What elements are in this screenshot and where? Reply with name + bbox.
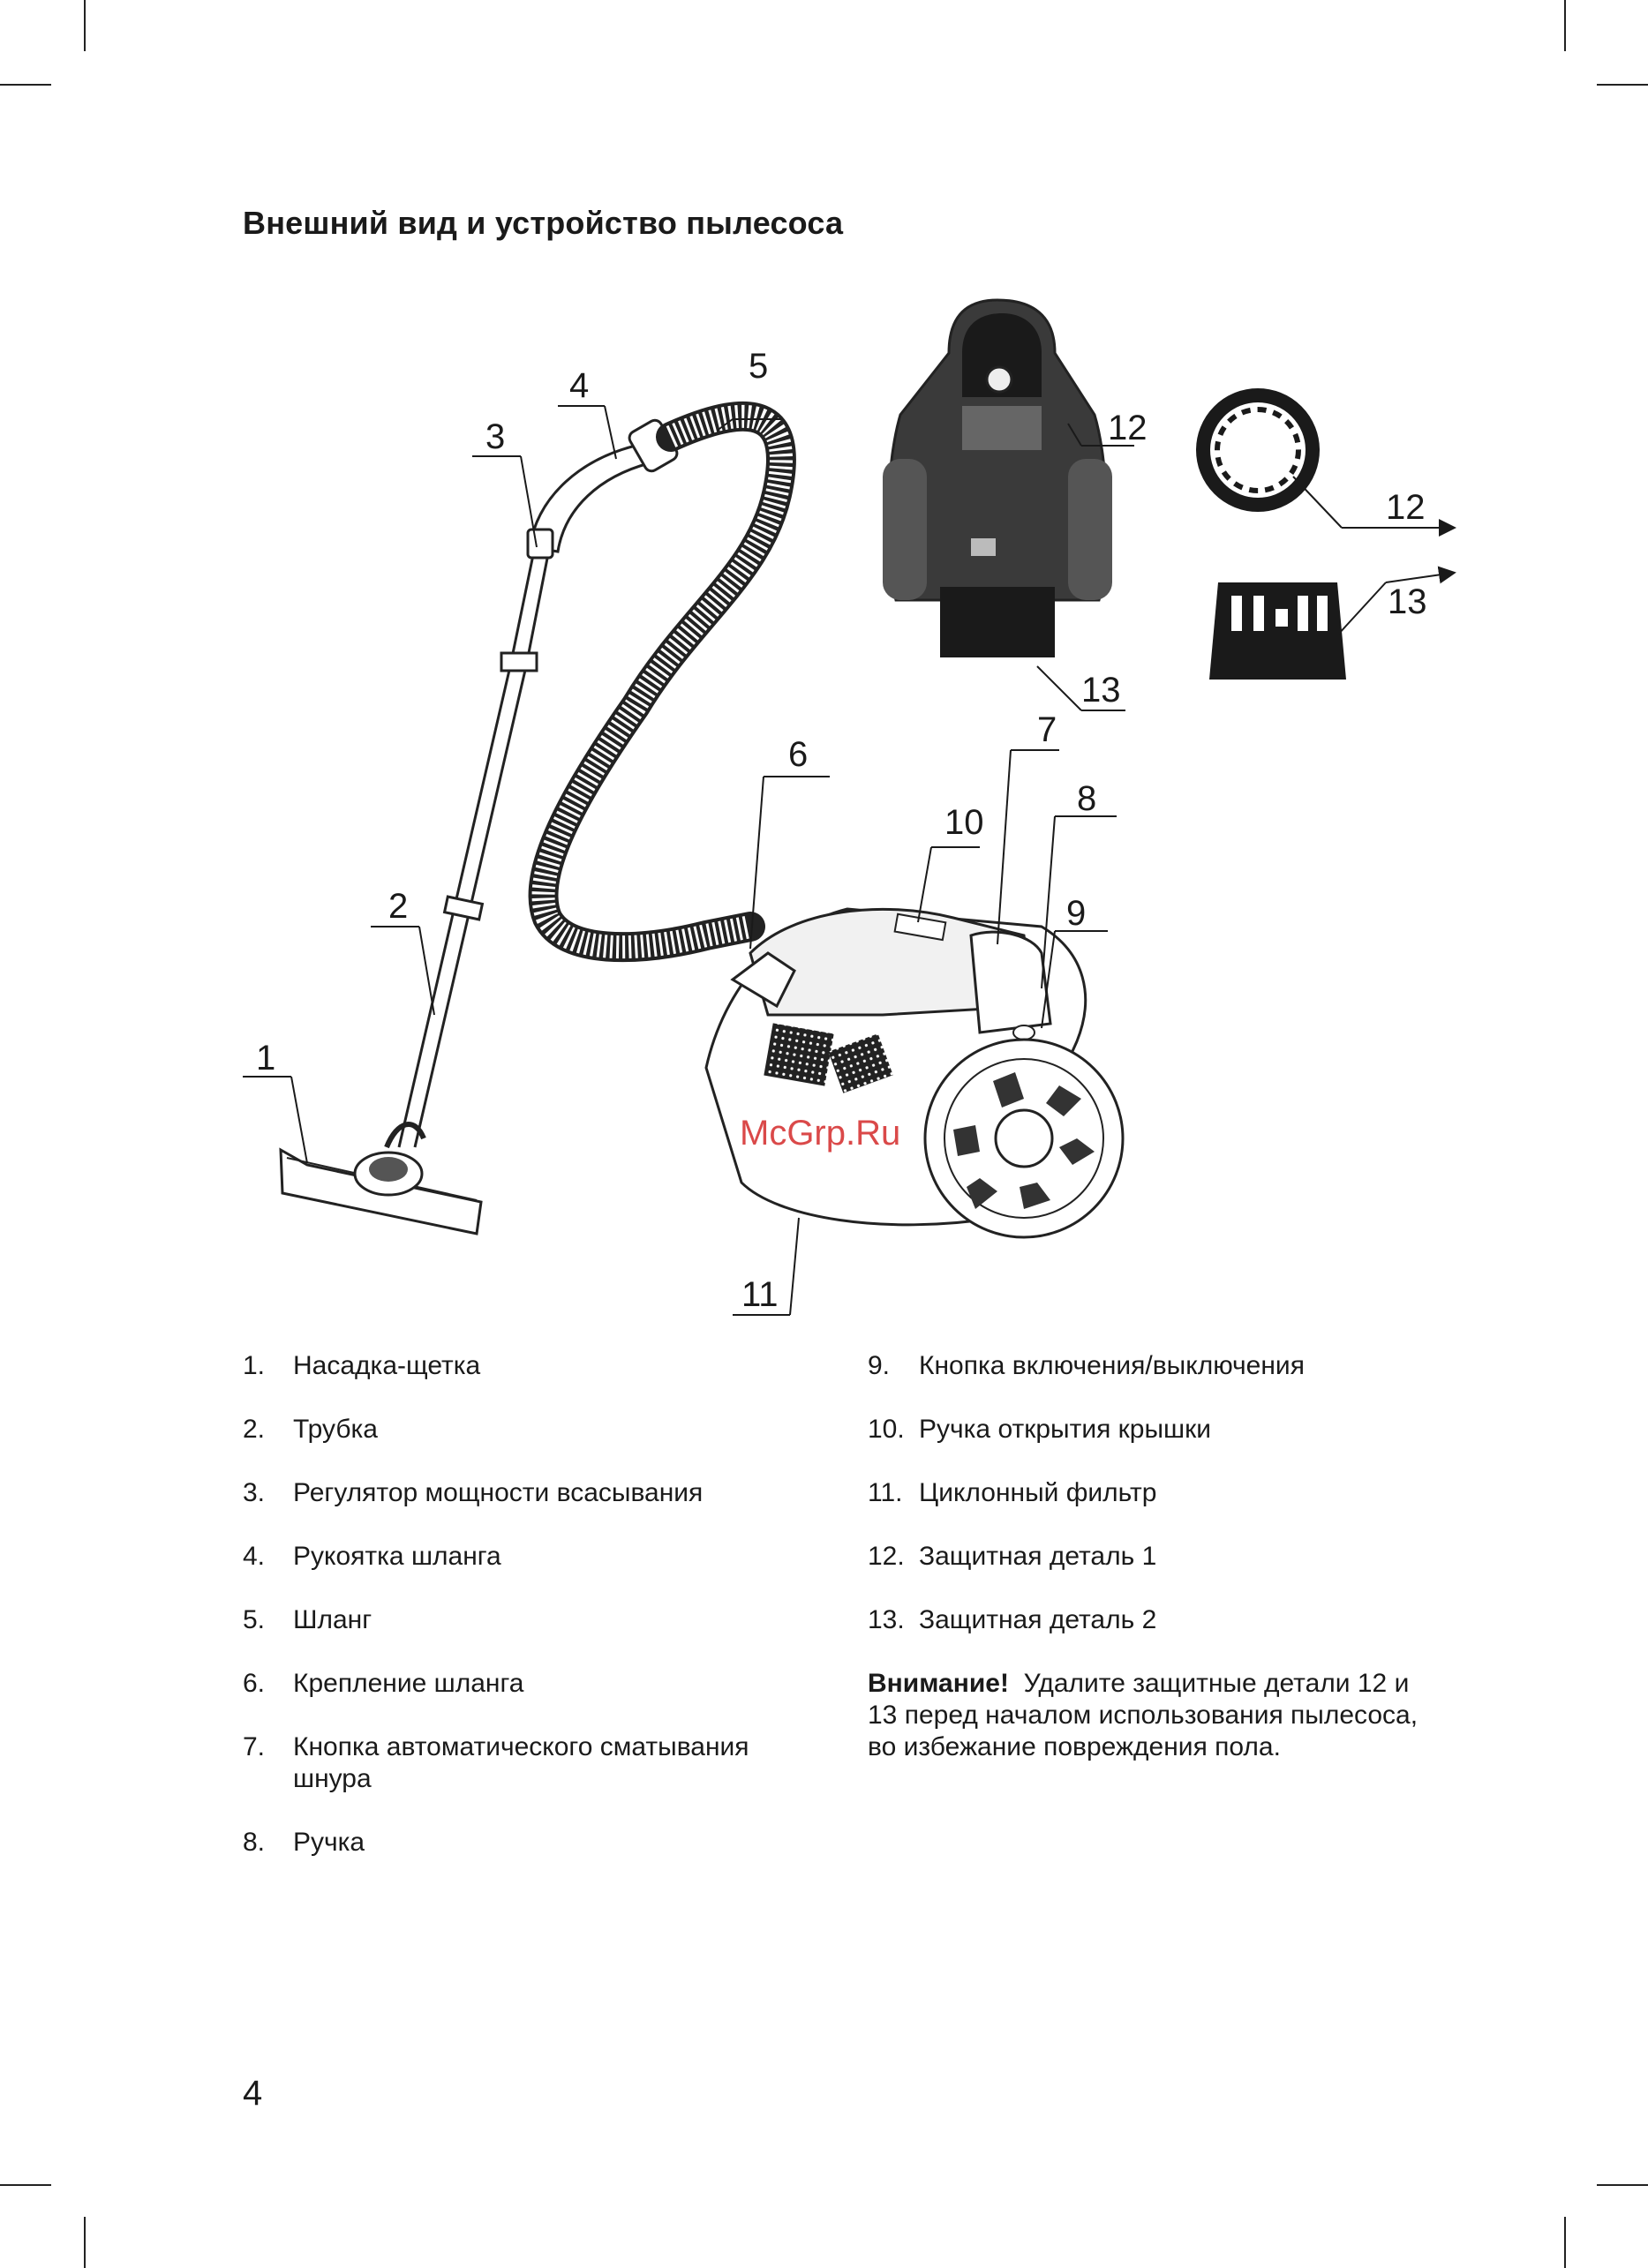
crop-mark: [1564, 0, 1566, 51]
list-item: 13.Защитная деталь 2: [868, 1605, 1157, 1634]
list-item: 1.Насадка-щетка: [243, 1351, 481, 1380]
crop-mark: [1597, 2184, 1648, 2186]
page-title: Внешний вид и устройство пылесоса: [243, 205, 844, 241]
list-item: 12.Защитная деталь 1: [868, 1542, 1157, 1571]
callout-13: 13: [1081, 671, 1121, 710]
crop-mark: [0, 84, 51, 86]
callout-12: 12: [1108, 409, 1148, 447]
callout-6: 6: [788, 735, 808, 774]
callout-4: 4: [569, 366, 589, 405]
crop-mark: [1597, 84, 1648, 86]
callout-7: 7: [1037, 710, 1057, 749]
callout-13-detail: 13: [1388, 582, 1427, 621]
page-number: 4: [243, 2074, 263, 2113]
crop-mark: [84, 0, 86, 51]
parts-list-left: 1.Насадка-щетка 2.Трубка 3.Регулятор мощ…: [243, 1350, 825, 1890]
crop-mark: [0, 2184, 51, 2186]
callout-1: 1: [256, 1039, 275, 1078]
callout-11: 11: [741, 1275, 779, 1314]
callout-5: 5: [749, 347, 768, 386]
protective-comb-drawing: [1209, 582, 1346, 680]
warning-label: Внимание!: [868, 1669, 1009, 1698]
watermark: McGrp.Ru: [740, 1114, 901, 1153]
warning-text: Удалите защитные детали 12 и 13 перед на…: [868, 1669, 1418, 1761]
warning-note: Внимание! Удалите защитные детали 12 и 1…: [868, 1668, 1433, 1763]
list-item: 11.Циклонный фильтр: [868, 1478, 1157, 1507]
list-item: 2.Трубка: [243, 1415, 378, 1444]
list-item: 5.Шланг: [243, 1605, 372, 1634]
list-item: 4.Рукоятка шланга: [243, 1542, 501, 1571]
floor-brush-drawing: [279, 1147, 483, 1235]
list-item: 6.Крепление шланга: [243, 1669, 524, 1698]
vacuum-body-drawing: [704, 907, 1125, 1239]
list-item: 7.Кнопка автоматического сматывания шнур…: [243, 1732, 749, 1793]
tube-drawing: [384, 520, 556, 1149]
vacuum-cleaner-diagram: 1 2 3 4 5 6 7 8 9 10 11 12 13 12 13: [243, 298, 1456, 1316]
callout-8: 8: [1077, 779, 1096, 818]
list-item: 3.Регулятор мощности всасывания: [243, 1478, 704, 1507]
callout-2: 2: [388, 887, 408, 926]
list-item: 9.Кнопка включения/выключения: [868, 1351, 1305, 1380]
crop-mark: [84, 2217, 86, 2268]
parts-list-right: 9.Кнопка включения/выключения 10.Ручка о…: [868, 1350, 1433, 1763]
brush-top-view-drawing: [883, 298, 1112, 657]
callout-3: 3: [485, 417, 505, 456]
crop-mark: [1564, 2217, 1566, 2268]
callout-12-detail: 12: [1386, 488, 1426, 527]
callout-9: 9: [1066, 894, 1086, 933]
list-item: 8.Ручка: [243, 1828, 365, 1857]
callout-10: 10: [944, 803, 984, 842]
list-item: 10.Ручка открытия крышки: [868, 1415, 1211, 1444]
callout-leaders: [243, 405, 1456, 1316]
protective-ring-drawing: [1196, 388, 1320, 512]
